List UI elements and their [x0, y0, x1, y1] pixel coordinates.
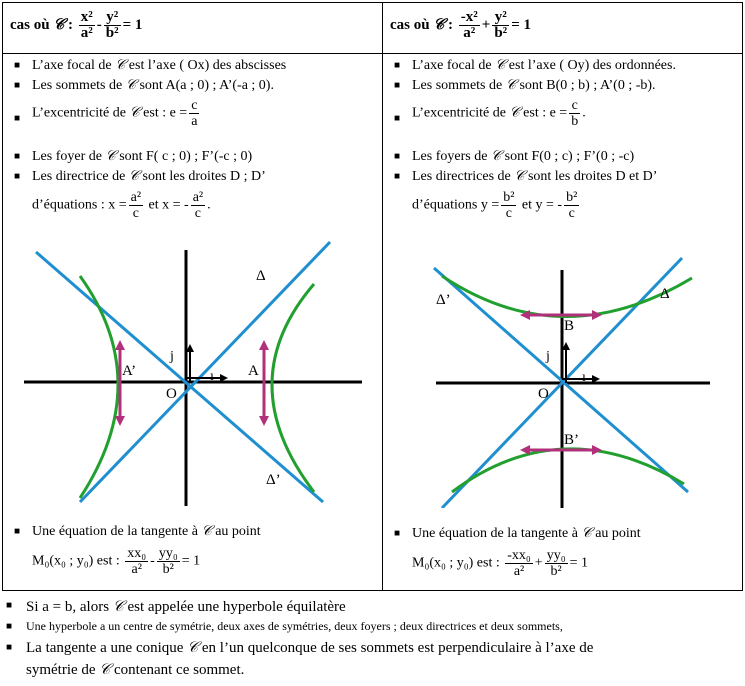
footer-line-2: Une hyperbole a un centre de symétrie, d…	[26, 619, 563, 633]
bullet: ■	[6, 642, 13, 653]
right-tangent-line1: Une équation de la tangente à 𝒞 au point	[412, 525, 641, 541]
asymptote-delta-prime	[433, 266, 689, 494]
right-line-4: Les foyers de 𝒞 sont F(0 ; c) ; F’(0 ; -…	[412, 148, 635, 164]
bullet: ■	[394, 113, 401, 124]
arrow-head	[592, 375, 600, 383]
label-j: j	[545, 349, 550, 364]
footer-line-3: La tangente a une conique 𝒞 en l’un quel…	[26, 638, 594, 656]
bullet: ■	[14, 113, 21, 124]
arrow-head	[186, 344, 194, 352]
asymptote-delta-prime	[78, 240, 332, 504]
lower-branch	[451, 447, 685, 494]
right-line-1: L’axe focal de 𝒞 est l’axe ( Oy) des ord…	[412, 57, 676, 73]
label-i: ı	[582, 370, 586, 385]
bullet: ■	[394, 171, 401, 182]
arrow-head	[220, 374, 228, 382]
arrow-head	[520, 310, 530, 320]
bullet: ■	[394, 151, 401, 162]
bullet: ■	[14, 60, 21, 71]
right-hyperbola-graph: Δ Δ’ B B’ O ı j	[433, 256, 710, 508]
left-line-2: Les sommets de 𝒞 sont A(a ; 0) ; A’(-a ;…	[32, 77, 274, 93]
right-branch	[270, 283, 316, 493]
label-delta-prime: Δ’	[266, 472, 281, 488]
label-Ap: A’	[122, 363, 136, 379]
bullet: ■	[14, 526, 21, 537]
left-line-4: Les foyer de 𝒞 sont F( c ; 0) ; F’(-c ; …	[32, 148, 253, 164]
label-Bp: B’	[564, 432, 579, 448]
footer-line-4: symétrie de 𝒞 contenant ce sommet.	[26, 660, 245, 678]
arrow-head	[592, 310, 602, 320]
right-line-2: Les sommets de 𝒞 sont B(0 ; b) ; A’(0 ; …	[412, 77, 656, 93]
bullet: ■	[394, 60, 401, 71]
right-line-5: Les directrices de 𝒞 sont les droites D …	[412, 168, 658, 184]
label-O: O	[538, 386, 549, 402]
label-B: B	[564, 318, 574, 334]
label-A: A	[248, 363, 259, 379]
upper-branch	[441, 274, 693, 318]
arrow-head	[562, 342, 570, 350]
arrow-head	[592, 445, 602, 455]
label-delta: Δ	[660, 286, 670, 302]
label-j: j	[169, 349, 174, 364]
label-i: ı	[210, 369, 214, 384]
left-hyperbola-graph: Δ Δ’ A A’ O ı j	[24, 240, 362, 506]
bullet: ■	[14, 80, 21, 91]
arrow-head	[115, 416, 125, 426]
bullet: ■	[14, 151, 21, 162]
footer-line-1: Si a = b, alors 𝒞 est appelée une hyperb…	[26, 597, 346, 615]
bullet: ■	[394, 80, 401, 91]
left-line-1: L’axe focal de 𝒞 est l’axe ( Ox) des abs…	[32, 57, 287, 73]
table-right-body	[382, 53, 743, 591]
bullet: ■	[6, 621, 13, 632]
arrow-head	[259, 416, 269, 426]
bullet: ■	[6, 600, 13, 611]
bullet: ■	[394, 528, 401, 539]
bullet: ■	[14, 171, 21, 182]
arrow-head	[115, 340, 125, 350]
label-delta: Δ	[256, 268, 266, 284]
arrow-head	[259, 340, 269, 350]
asymptote-delta	[35, 250, 324, 504]
label-O: O	[166, 386, 177, 402]
label-delta-prime: Δ’	[436, 292, 451, 308]
left-line-5: Les directrice de 𝒞 sont les droites D ;…	[32, 168, 266, 184]
arrow-head	[520, 445, 530, 455]
left-branch	[78, 275, 120, 499]
left-tangent-line1: Une équation de la tangente à 𝒞 au point	[32, 523, 261, 539]
asymptote-delta	[440, 256, 684, 508]
